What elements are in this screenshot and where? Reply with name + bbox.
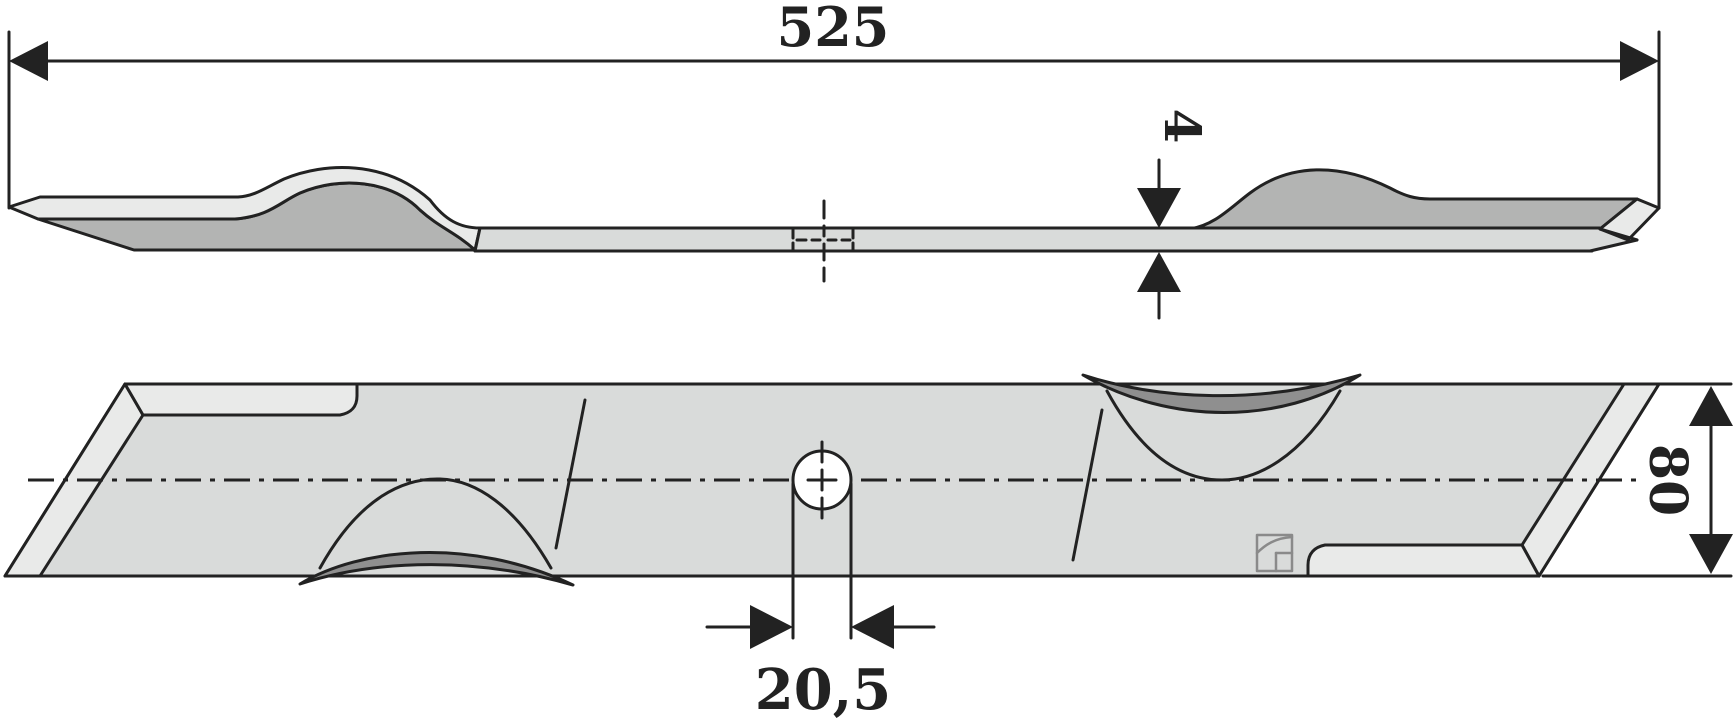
hole-diameter-label: 20,5 bbox=[755, 657, 891, 720]
center-hole bbox=[791, 440, 853, 520]
side-right-end-line bbox=[1598, 227, 1639, 242]
side-right-end bbox=[1598, 197, 1661, 242]
width-label: 80 bbox=[1637, 444, 1698, 516]
arrowhead-right bbox=[1620, 41, 1659, 81]
side-main-body bbox=[473, 226, 1639, 253]
arrowhead-left bbox=[9, 41, 48, 81]
hole-arrow-left bbox=[750, 605, 793, 649]
thickness-dimension bbox=[1137, 158, 1181, 320]
thickness-arrow-bottom bbox=[1137, 252, 1181, 292]
right-bottom-edge-strip bbox=[1306, 543, 1541, 578]
width-arrow-top bbox=[1689, 386, 1733, 426]
length-dimension bbox=[7, 30, 1661, 210]
left-wing-shadow bbox=[298, 551, 575, 587]
left-top-edge-strip bbox=[123, 382, 359, 417]
right-wing-shadow bbox=[1081, 373, 1362, 414]
thickness-arrow-top bbox=[1137, 188, 1181, 228]
width-dimension bbox=[1541, 382, 1733, 578]
side-view bbox=[7, 166, 1661, 253]
right-fold-line bbox=[1071, 408, 1104, 562]
hole-diameter-dimension bbox=[705, 482, 936, 649]
thickness-label: 4 bbox=[1153, 109, 1212, 144]
side-hole-centerline bbox=[791, 199, 855, 283]
left-fold-line bbox=[554, 398, 587, 550]
length-label: 525 bbox=[777, 0, 890, 59]
hole-arrow-right bbox=[851, 605, 894, 649]
width-arrow-bottom bbox=[1689, 534, 1733, 574]
side-right-wing bbox=[1188, 168, 1639, 231]
manufacturer-mark-icon bbox=[1255, 533, 1294, 573]
